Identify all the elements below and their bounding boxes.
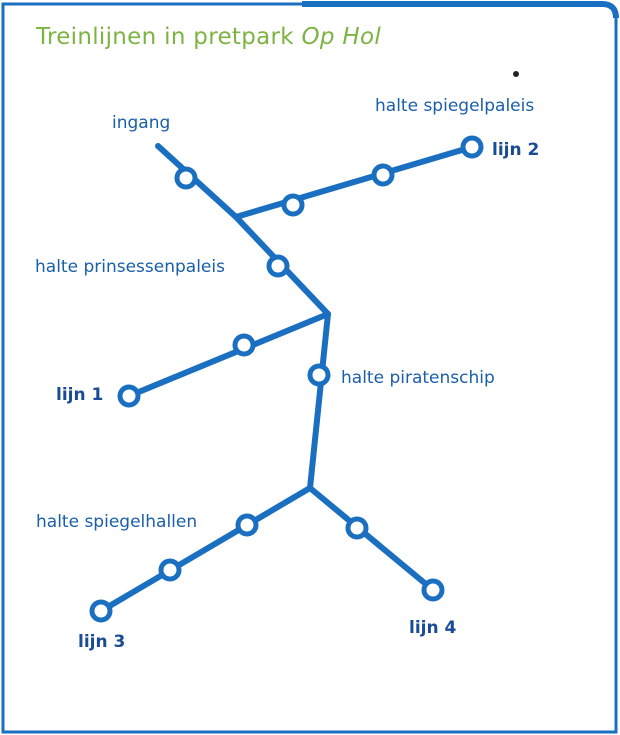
station-lijn2-mid [281,193,305,217]
track-network [98,143,475,614]
map-title-text: Treinlijnen in pretpark [36,24,294,50]
station-lijn4-end [421,578,445,602]
label-halte-prinsessenpaleis: halte prinsessenpaleis [35,257,225,277]
track-lijn1 [126,311,331,399]
track-lijn3 [98,485,313,614]
station-piratenschip [307,363,331,387]
park-name: Op Hol [301,24,382,50]
map-title: Treinlijnen in pretpark Op Hol [36,24,381,50]
track-entrance [155,143,239,220]
label-halte-spiegelpaleis: halte spiegelpaleis [375,96,535,116]
track-lijn4 [307,485,436,593]
station-lijn1-mid [232,333,256,357]
label-lijn-2: lijn 2 [492,140,540,160]
ink-dot [513,71,519,77]
frame-top-accent [302,1,619,19]
station-lijn2-end [460,135,484,159]
station-spiegelpaleis [371,163,395,187]
label-lijn-1: lijn 1 [56,385,104,405]
station-lijn3-mid [158,558,182,582]
label-halte-spiegelhallen: halte spiegelhallen [36,512,198,532]
station-ingang [174,166,198,190]
station-spiegelhallen [235,513,259,537]
station-lijn4-mid [345,516,369,540]
label-lijn-3: lijn 3 [78,632,126,652]
label-halte-piratenschip: halte piratenschip [341,368,495,388]
track-lijn2 [233,144,475,220]
track-main-lower [307,311,331,491]
station-prinsessenpaleis [266,254,290,278]
station-lijn3-end [89,599,113,623]
label-ingang: ingang [112,113,171,133]
station-lijn1-end [117,384,141,408]
stations [89,135,484,623]
label-lijn-4: lijn 4 [409,618,457,638]
